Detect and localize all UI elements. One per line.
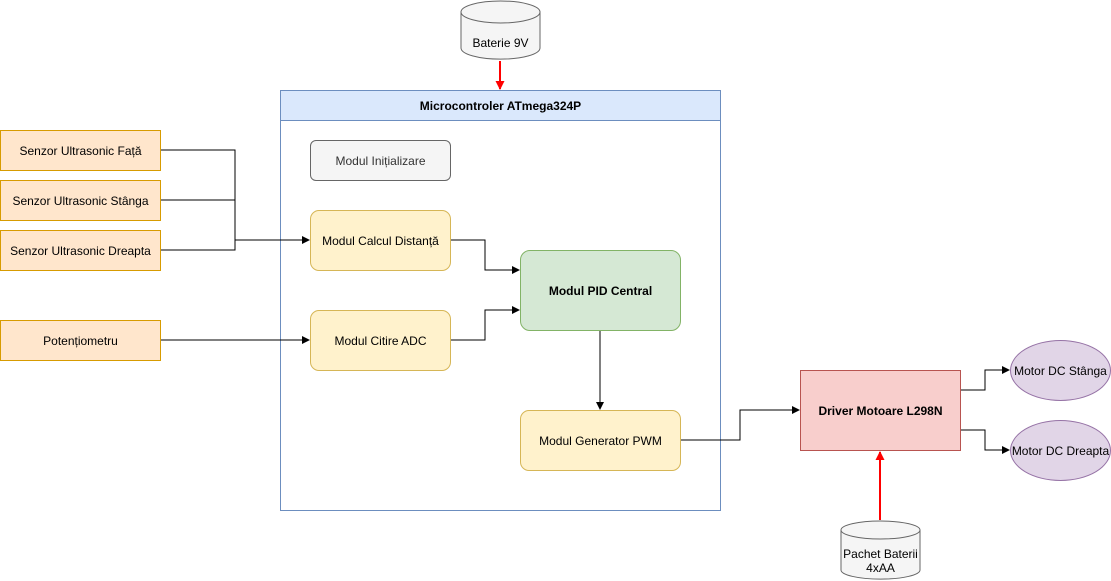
wire-driver-to-motor-left [961, 366, 1010, 391]
motor-left-ellipse: Motor DC Stânga [1010, 340, 1111, 401]
wire-sensor-right [161, 240, 236, 251]
microcontroller-title: Microcontroler ATmega324P [281, 91, 720, 121]
motor-right-ellipse: Motor DC Dreapta [1010, 420, 1111, 481]
potentiometer-box: Potențiometru [0, 320, 161, 361]
main-battery-label: Baterie 9V [472, 36, 529, 50]
module-distance-box: Modul Calcul Distanță [310, 210, 451, 271]
module-adc-box: Modul Citire ADC [310, 310, 451, 371]
module-init-box: Modul Inițializare [310, 140, 451, 181]
main-battery-cylinder: Baterie 9V [460, 0, 541, 61]
module-pwm-box: Modul Generator PWM [520, 410, 681, 471]
sensor-right-box: Senzor Ultrasonic Dreapta [0, 230, 161, 271]
sensor-left-box: Senzor Ultrasonic Stânga [0, 180, 161, 221]
wire-driver-to-motor-right [961, 429, 1010, 454]
module-pid-box: Modul PID Central [520, 250, 681, 331]
sensor-front-box: Senzor Ultrasonic Față [0, 130, 161, 171]
motor-battery-label-line1: Pachet Baterii [843, 547, 918, 561]
driver-box: Driver Motoare L298N [800, 370, 961, 451]
wire-sensor-front [161, 149, 236, 240]
cylinder-shape-icon [840, 520, 921, 580]
motor-battery-label-line2: 4xAA [866, 561, 895, 575]
motor-battery-cylinder: Pachet Baterii 4xAA [840, 520, 921, 581]
cylinder-shape-icon [460, 0, 541, 60]
